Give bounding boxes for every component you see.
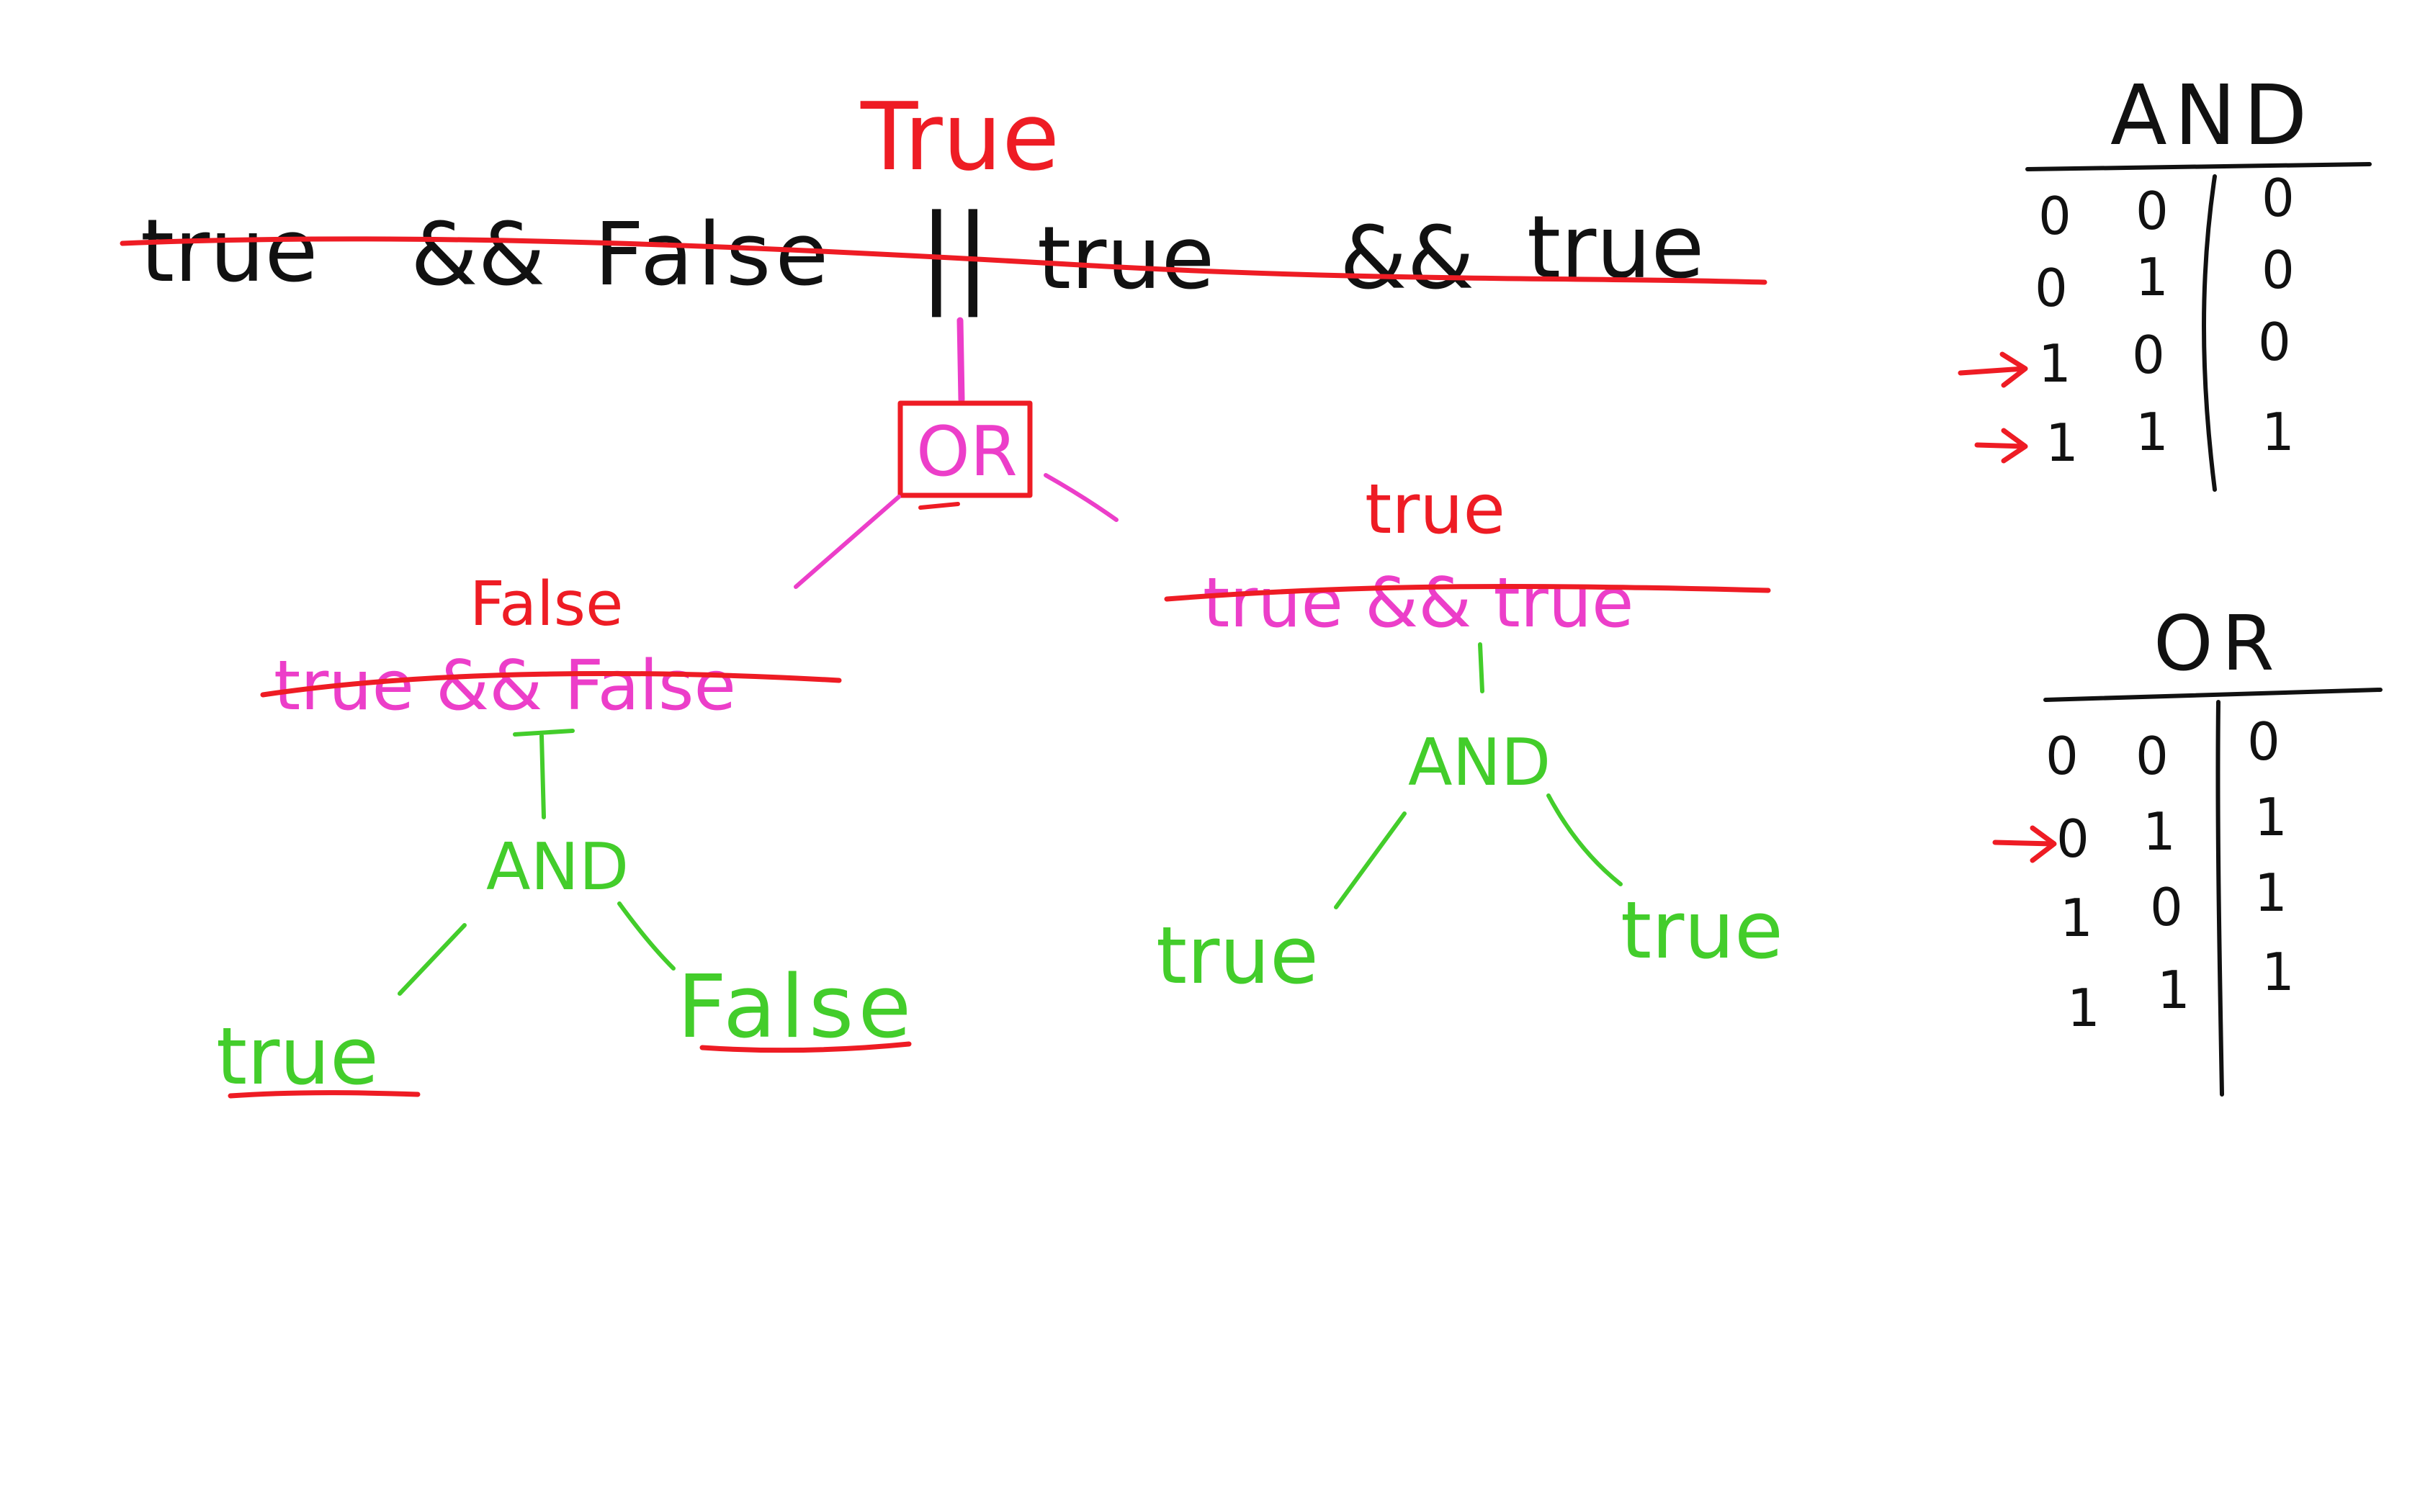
- or-node-box-underline: [918, 502, 960, 510]
- or-row-2-a: 1: [2060, 888, 2093, 948]
- left-leaf-true-underline: [228, 1090, 421, 1099]
- left-subtree: False true && False AND true False: [216, 569, 915, 1102]
- or-row-1-b: 1: [2143, 801, 2176, 862]
- and-row-3-out: 1: [2262, 402, 2295, 462]
- or-row-2-out: 1: [2254, 863, 2287, 923]
- and-row-3-b: 1: [2136, 402, 2169, 462]
- or-row-3-out: 1: [2262, 942, 2295, 1002]
- or-node-label: OR: [916, 413, 1018, 492]
- expression-result-label: True: [860, 82, 1059, 192]
- and-row-0-a: 0: [2038, 186, 2071, 246]
- and-table-title: AND: [2110, 68, 2314, 164]
- expression-strikethrough: [120, 236, 1767, 285]
- expression-token-false: False: [594, 205, 833, 305]
- top-expression: True true && False || true && true: [120, 82, 1767, 318]
- and-row-1-out: 0: [2262, 240, 2295, 300]
- expression-token-and-1: &&: [411, 205, 545, 305]
- or-row-1-out: 1: [2254, 787, 2287, 847]
- left-result-label: False: [470, 569, 623, 640]
- left-leaf-true: true: [216, 1010, 379, 1102]
- or-row-2-b: 0: [2150, 877, 2183, 937]
- and-row-0-b: 0: [2136, 181, 2169, 241]
- and-row-2-a: 1: [2038, 333, 2071, 394]
- or-row-1-arrow-icon: [1992, 825, 2057, 863]
- expression-token-true-1: true: [140, 202, 318, 302]
- right-result-label: true: [1365, 470, 1505, 549]
- right-leaf-true-right: true: [1621, 884, 1783, 976]
- or-table-title: OR: [2154, 600, 2283, 688]
- right-and-node-label: AND: [1408, 725, 1551, 801]
- left-and-connector: [539, 734, 546, 819]
- left-and-branch-right: [617, 901, 676, 971]
- right-and-connector: [1478, 642, 1484, 693]
- or-branch-left: [794, 495, 901, 589]
- expression-token-and-2: &&: [1340, 209, 1474, 309]
- and-table-header-rule: [2025, 162, 2372, 171]
- left-and-branch-left: [398, 923, 467, 996]
- and-row-1-b: 1: [2136, 247, 2169, 307]
- or-root-node: OR: [794, 317, 1119, 589]
- left-and-connector-bar: [513, 729, 575, 737]
- or-branch-right: [1044, 473, 1119, 522]
- or-row-1-a: 0: [2056, 809, 2089, 869]
- and-table-output-divider: [2202, 174, 2217, 492]
- right-expression: true && true: [1203, 564, 1634, 643]
- and-row-2-out: 0: [2258, 312, 2291, 372]
- or-truth-table: OR 0 0 0 0 1 1 1 0 1 1 1 1: [1992, 600, 2383, 1097]
- and-row-3-a: 1: [2045, 413, 2079, 473]
- right-and-branch-right: [1546, 793, 1623, 886]
- expression-token-true-2: true: [1037, 209, 1214, 309]
- left-expression-strikethrough: [260, 670, 842, 698]
- or-row-0-a: 0: [2045, 726, 2079, 786]
- left-leaf-false-underline: [699, 1041, 912, 1053]
- or-row-3-a: 1: [2067, 978, 2100, 1038]
- right-expression-strikethrough: [1164, 583, 1771, 602]
- and-row-2-arrow-icon: [1958, 351, 2028, 388]
- right-leaf-true-left: true: [1156, 909, 1319, 1002]
- right-subtree: true true && true AND true true: [1156, 470, 1783, 1002]
- or-table-output-divider: [2215, 700, 2224, 1097]
- or-row-0-b: 0: [2136, 726, 2169, 786]
- or-row-0-out: 0: [2247, 711, 2280, 772]
- right-and-branch-left: [1334, 811, 1407, 909]
- or-table-header-rule: [2043, 688, 2383, 702]
- and-row-3-arrow-icon: [1974, 428, 2028, 464]
- or-node-box: [897, 400, 1033, 498]
- root-connector-up: [956, 317, 965, 403]
- left-and-node-label: AND: [486, 829, 629, 905]
- or-row-3-b: 1: [2157, 960, 2190, 1020]
- expression-token-true-3: true: [1527, 198, 1704, 298]
- and-truth-table: AND 0 0 0 0 1 0 1 0 0 1 1 1: [1958, 68, 2372, 492]
- left-leaf-false: False: [677, 958, 915, 1058]
- and-row-2-b: 0: [2132, 325, 2165, 385]
- and-row-0-out: 0: [2262, 168, 2295, 228]
- and-row-1-a: 0: [2035, 258, 2068, 318]
